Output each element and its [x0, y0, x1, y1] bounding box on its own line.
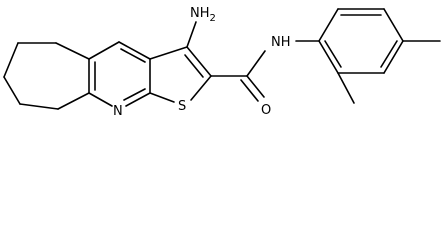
pyridine-nitrogen-label: N	[113, 104, 123, 119]
bond	[186, 21, 197, 48]
bond	[88, 92, 113, 107]
bond	[19, 103, 59, 110]
thiophene-sulfur-label: S	[178, 99, 186, 114]
bond	[118, 41, 151, 60]
bond	[383, 8, 404, 42]
amide-nh-label: NH	[271, 35, 291, 50]
bond	[88, 41, 120, 60]
bond	[246, 50, 266, 77]
chemical-structure-diagram: NH2 NH O S N	[3, 6, 441, 119]
bond	[324, 40, 342, 68]
bond	[123, 88, 146, 101]
bond	[120, 48, 146, 63]
bond	[3, 42, 19, 78]
bond	[125, 92, 151, 107]
bond	[3, 76, 21, 105]
bond	[149, 46, 188, 60]
bond	[383, 40, 404, 74]
bond-lines	[3, 8, 441, 110]
bond	[380, 40, 398, 68]
bond	[318, 8, 339, 42]
bond	[246, 75, 265, 98]
bond	[318, 40, 339, 74]
bond	[184, 54, 204, 78]
bond	[190, 75, 212, 101]
carbonyl-oxygen-label: O	[261, 103, 271, 118]
bond	[186, 46, 212, 77]
bond	[57, 92, 90, 110]
bond	[240, 79, 259, 102]
bond	[337, 72, 355, 104]
atom-labels: NH2 NH O S N	[113, 6, 291, 119]
amino-label: NH2	[190, 6, 216, 24]
bond	[149, 92, 175, 103]
bond	[55, 42, 90, 60]
